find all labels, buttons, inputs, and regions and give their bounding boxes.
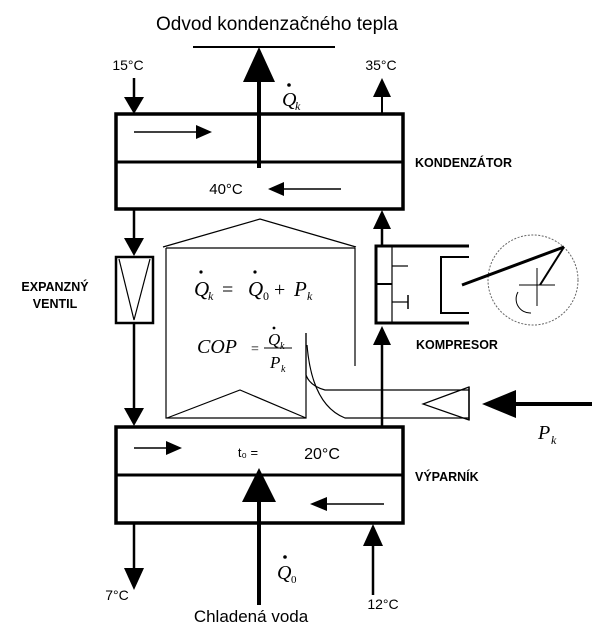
svg-text:k: k [551,433,557,447]
box-outline [165,248,307,419]
svg-text:k: k [208,289,214,303]
svg-text:0: 0 [263,289,269,303]
svg-text:k: k [295,99,301,113]
crank-arm [539,246,565,286]
svg-text:COP: COP [197,336,237,358]
motor-triangle [421,386,470,421]
symbol-pk-input: P k [537,422,557,447]
svg-text:P: P [537,422,550,444]
expansion-valve-label-2: VENTIL [33,297,78,311]
expansion-valve [114,255,155,325]
arrow-up-icon [373,210,391,229]
expansion-valve-label-1: EXPANZNÝ [21,279,89,294]
evaporator-temperature: 20°C [304,446,340,463]
connecting-rod [461,245,565,287]
dot-accent [287,83,291,87]
expansion-valve-symbol [118,258,151,321]
energy-balance-equation: Q k = Q 0 + P k [194,270,313,303]
cop-equation: COP = Q k P k [197,326,292,375]
arrow-up-icon [242,468,276,502]
bottom-title: Chladená voda [194,607,309,626]
arrow-down-icon [124,238,144,256]
title: Odvod kondenzačného tepla [156,14,398,35]
dot-accent [283,555,287,559]
arrow-right-icon [166,441,182,455]
arrow-down-icon [124,408,144,426]
arrow-left-icon [482,390,516,418]
arrow-up-icon [373,78,391,97]
svg-text:0: 0 [291,574,297,586]
condenser-label: KONDENZÁTOR [415,155,512,170]
floor-chevron [166,389,307,419]
arrow-left-icon [268,182,284,196]
dot-accent [272,326,276,330]
svg-text:Q: Q [282,89,297,111]
dot-accent [253,270,257,274]
arrow-up-icon [243,47,275,82]
symbol-qk-top: Q k [282,83,301,113]
energy-flow-outline-bottom [306,344,469,419]
roof [162,218,357,248]
condenser-temperature: 40°C [209,181,243,198]
svg-text:k: k [280,341,285,352]
svg-text:Q: Q [268,330,280,349]
energy-balance-box [162,218,357,419]
arrow-right-icon [196,125,212,139]
compressor [374,234,579,326]
rotation-arc [515,291,532,314]
svg-text:k: k [307,289,313,303]
svg-text:Q: Q [248,277,263,301]
arrow-left-icon [310,497,327,511]
svg-text:P: P [293,277,307,301]
svg-text:P: P [269,353,280,372]
arrow-up-icon [363,524,383,546]
chilled-water-in-temp: 12°C [367,596,398,612]
svg-text:Q: Q [277,562,292,584]
dot-accent [199,270,203,274]
piston [440,256,469,314]
condenser-water-in-temp: 15°C [112,57,143,73]
svg-text:=: = [222,279,233,301]
crank-circle [487,234,579,326]
symbol-q0: Q 0 [277,555,297,586]
svg-text:=: = [251,342,259,357]
evaporator-temp-prefix: t₀ = [238,445,258,460]
evaporator-label: VÝPARNÍK [415,469,479,484]
svg-text:Q: Q [194,277,209,301]
arrow-down-icon [124,97,144,114]
arrow-down-icon [124,568,144,590]
svg-text:k: k [281,364,286,375]
arrow-up-icon [373,326,391,345]
svg-text:+: + [274,279,285,301]
chilled-water-out-temp: 7°C [105,587,129,603]
compressor-label: KOMPRESOR [416,338,498,352]
condenser-water-out-temp: 35°C [365,57,396,73]
